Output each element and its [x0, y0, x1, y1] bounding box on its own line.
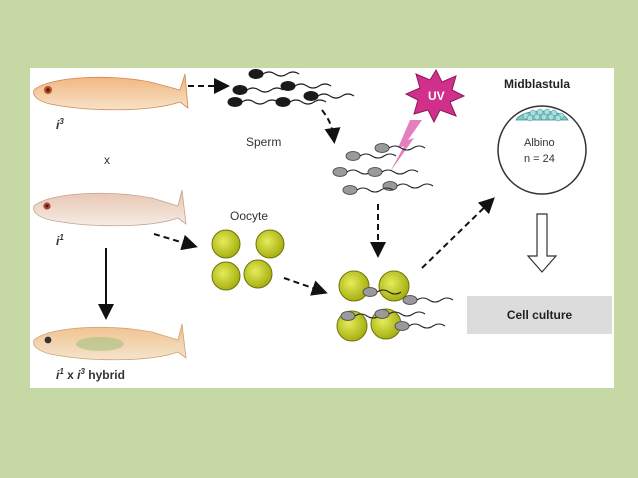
label-midblastula: Midblastula: [504, 77, 571, 91]
label-uv: UV: [428, 89, 445, 103]
arrow-fertilization-to-midblastula: [421, 197, 495, 269]
uv-burst-icon: [390, 68, 466, 172]
sperm-group-irradiated: [332, 143, 434, 195]
fish-hybrid-image: [33, 323, 187, 361]
label-fish-i1-sup: 1: [59, 233, 64, 242]
label-fish-i1: i1: [56, 233, 64, 248]
cell-culture-box: Cell culture: [467, 296, 612, 334]
label-fish-i3-letter: i: [56, 118, 60, 132]
label-fish-i3-sup: 3: [59, 117, 64, 126]
label-hybrid: i1 x i3 hybrid: [56, 367, 125, 382]
label-fish-i3: i3: [56, 117, 64, 132]
label-hybrid-b: i: [77, 368, 81, 382]
fish-i1-image: [33, 189, 187, 227]
arrow-midblastula-to-culture: [526, 213, 558, 273]
arrow-oocyte-to-fertilization: [283, 277, 328, 296]
label-fish-i1-letter: i: [56, 234, 60, 248]
fish-i3-image: [33, 73, 189, 111]
label-hybrid-x: x: [63, 368, 78, 382]
arrow-sperm-to-irradiated: [321, 109, 341, 144]
label-n-count: n = 24: [524, 153, 555, 165]
label-hybrid-a: i: [56, 368, 60, 382]
midblastula-embryo: [497, 105, 587, 195]
oocyte-group: [211, 229, 285, 291]
label-hybrid-word: hybrid: [84, 368, 125, 382]
label-hybrid-a-sup: 1: [59, 367, 64, 376]
diagram-panel: i3 x i1 i1 x i3 hybrid Sperm Oocyte UV M…: [30, 68, 614, 388]
label-albino: Albino: [524, 137, 555, 149]
label-oocyte: Oocyte: [230, 209, 269, 223]
arrow-i1-to-oocyte: [153, 233, 198, 251]
label-cell-culture: Cell culture: [506, 308, 573, 322]
label-sperm: Sperm: [246, 135, 282, 149]
label-hybrid-b-sup: 3: [80, 367, 85, 376]
label-cross: x: [104, 153, 110, 167]
diagram-canvas: [33, 68, 587, 361]
fertilization-group: [336, 270, 454, 342]
sperm-group-dark: [227, 69, 355, 107]
